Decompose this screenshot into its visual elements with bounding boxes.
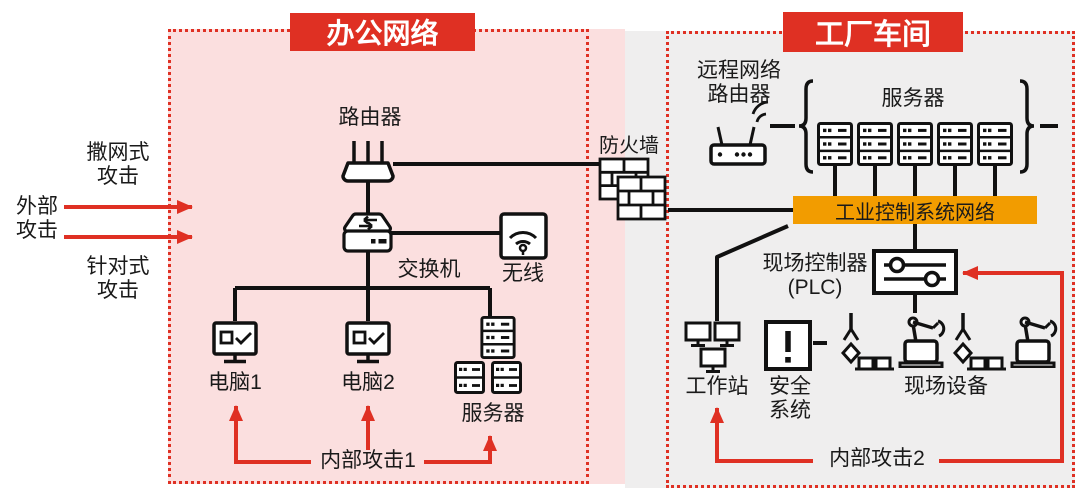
switch-icon	[342, 212, 393, 253]
factory-zone-fill	[625, 31, 1075, 488]
remote-router-label: 远程网络 路由器	[697, 59, 781, 106]
router-icon	[341, 141, 395, 183]
field-devices-label: 现场设备	[904, 375, 988, 398]
firewall-icon	[598, 157, 667, 221]
office-server-label: 服务器	[461, 402, 525, 425]
ics-network-bar: 工业控制系统网络	[793, 196, 1037, 224]
pc1-icon	[212, 321, 258, 364]
plc-icon	[872, 249, 958, 295]
pc2-label: 电脑2	[341, 371, 395, 394]
wireless-icon	[499, 212, 548, 260]
firewall-label: 防火墙	[599, 135, 659, 157]
internal-attack2-workstation-arrow	[710, 407, 813, 463]
internal-attack1-server-arrow	[424, 435, 497, 464]
ics-to-workstation-line	[715, 224, 789, 321]
remote-router-icon	[709, 100, 769, 166]
office-zone-title: 办公网络	[290, 13, 475, 51]
internal-attack1-label: 内部攻击1	[320, 449, 416, 472]
right-bracket	[1019, 79, 1035, 174]
workstation-label: 工作站	[685, 375, 749, 398]
factory-zone-title-text: 工厂车间	[814, 19, 931, 51]
safety-system-icon	[764, 320, 812, 371]
ics-network-label: 工业控制系统网络	[835, 201, 995, 224]
workstation-icon	[684, 321, 741, 373]
connector-lines	[233, 124, 1058, 345]
external-attack-label: 外部 攻击	[16, 195, 58, 242]
plc-label: 现场控制器 (PLC)	[762, 252, 868, 299]
office-server-icon	[454, 317, 522, 394]
internal-attack2-label: 内部攻击2	[829, 447, 925, 470]
factory-servers-icon	[817, 122, 1013, 166]
field-devices-icon	[841, 313, 1058, 371]
targeted-attack-label: 针对式 攻击	[86, 255, 150, 302]
router-label: 路由器	[338, 106, 402, 129]
wireless-label: 无线	[502, 262, 544, 285]
left-bracket	[798, 79, 814, 174]
pc2-icon	[345, 321, 391, 364]
safety-system-label: 安全 系统	[769, 375, 811, 422]
office-zone-title-text: 办公网络	[326, 18, 439, 49]
attack-arrows	[64, 200, 1064, 464]
factory-servers-label: 服务器	[881, 87, 945, 110]
internal-attack2-plc-arrow	[939, 266, 1064, 463]
office-zone-fill	[168, 29, 625, 484]
pc1-label: 电脑1	[208, 371, 262, 394]
switch-label: 交换机	[397, 258, 461, 281]
internal-attack1-pc1-arrow	[229, 405, 311, 464]
netcast-attack-label: 撒网式 攻击	[86, 141, 150, 188]
factory-zone-title: 工厂车间	[783, 12, 963, 52]
